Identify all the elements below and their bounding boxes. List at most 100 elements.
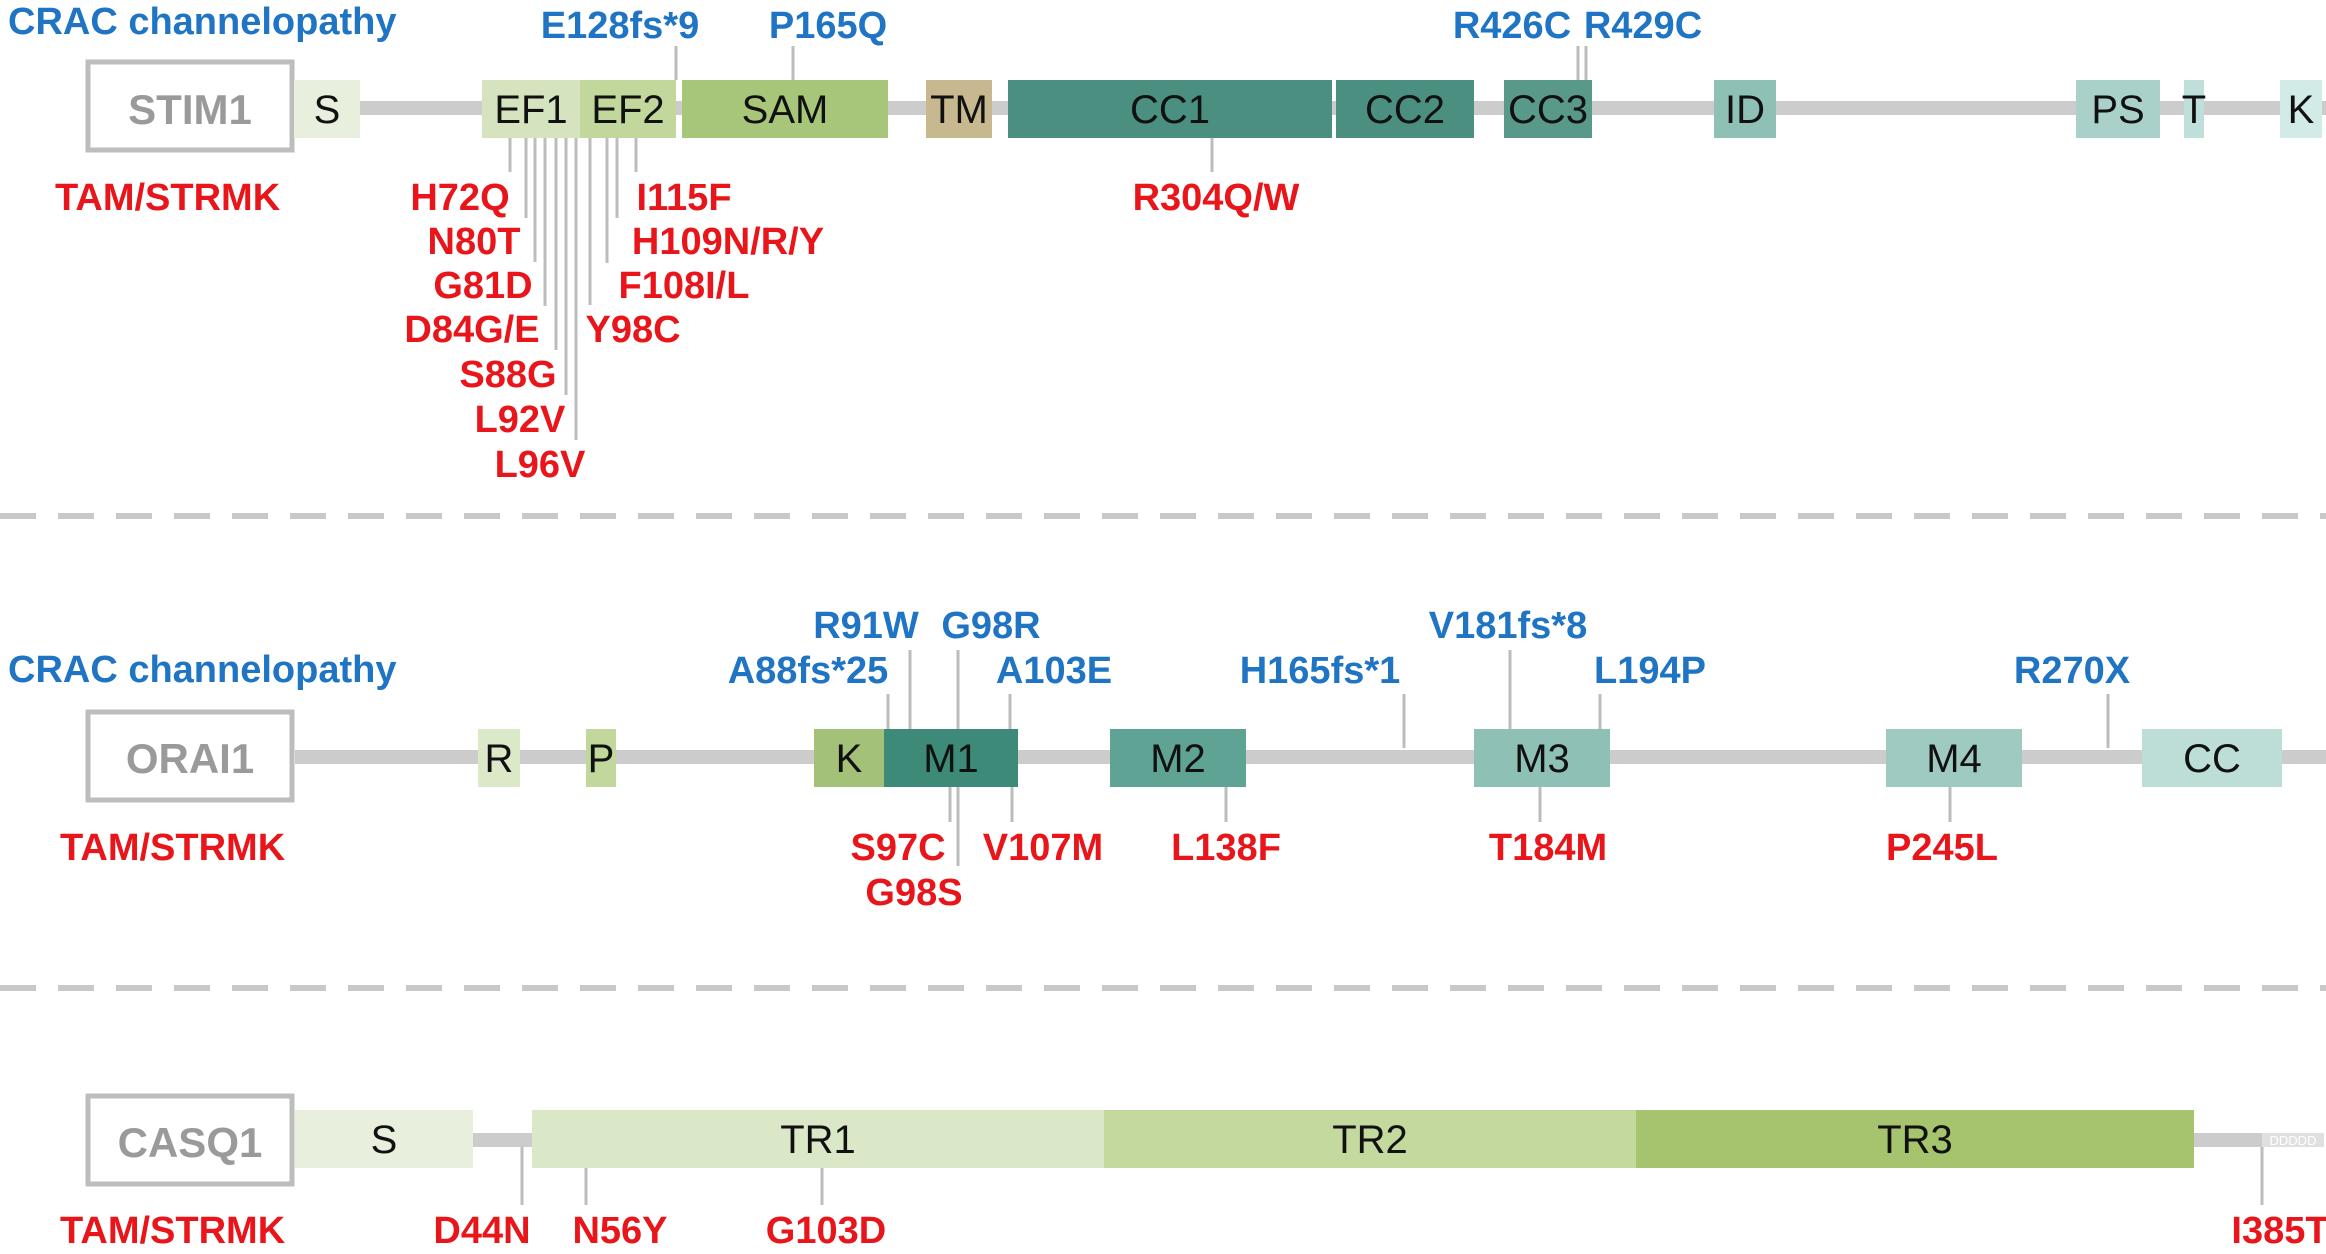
casq1-domain-s-label: S: [371, 1118, 398, 1162]
mut-g81d: G81D: [433, 265, 532, 307]
mut-l92v: L92V: [475, 399, 566, 441]
stim1-domain-ef1-label: EF1: [494, 88, 567, 132]
stim1-domain-t-label: T: [2182, 88, 2206, 132]
orai1-domain-k-label: K: [836, 737, 863, 781]
mut-n80t: N80T: [428, 221, 521, 263]
orai1-panel: CRAC channelopathy TAM/STRMK ORAI1 R P K…: [8, 605, 2326, 914]
stim1-domain-ef2-label: EF2: [591, 88, 664, 132]
orai1-disease-red-label: TAM/STRMK: [60, 827, 286, 869]
mut-g103d: G103D: [766, 1210, 886, 1252]
casq1-disease-red-label: TAM/STRMK: [60, 1210, 286, 1252]
mut-g98r: G98R: [941, 605, 1040, 647]
stim1-domain-sam-label: SAM: [742, 88, 829, 132]
casq1-domain-s: [295, 1110, 473, 1168]
stim1-domain-ef2: [580, 80, 676, 138]
mut-r429c: R429C: [1584, 5, 1702, 47]
casq1-domain-tr2-label: TR2: [1332, 1118, 1408, 1162]
mut-s97c: S97C: [850, 827, 945, 869]
orai1-domain-cc-label: CC: [2183, 737, 2241, 781]
orai1-domain-m2: [1110, 729, 1246, 787]
orai1-blue-leaders: [886, 650, 2110, 748]
mut-i115f: I115F: [636, 177, 731, 219]
mut-r270x: R270X: [2014, 650, 2131, 692]
mut-e128fs9: E128fs*9: [541, 5, 699, 47]
casq1-domain-tr1-label: TR1: [780, 1118, 856, 1162]
casq1-protein-name: CASQ1: [118, 1119, 263, 1166]
mut-l96v: L96V: [495, 444, 586, 486]
mut-r426c: R426C: [1453, 5, 1571, 47]
orai1-domain-m3: [1474, 729, 1610, 787]
stim1-domain-cc1-label: CC1: [1130, 88, 1210, 132]
mut-t184m: T184M: [1489, 827, 1607, 869]
stim1-domain-ps: [2076, 80, 2160, 138]
orai1-domain-m3-label: M3: [1514, 737, 1570, 781]
mut-n56y: N56Y: [572, 1210, 667, 1252]
mut-v107m: V107M: [983, 827, 1103, 869]
mut-g98s: G98S: [865, 872, 962, 914]
orai1-red-leaders: [948, 787, 1952, 866]
stim1-domain-cc3: [1504, 80, 1592, 138]
mut-y98c: Y98C: [585, 309, 680, 351]
stim1-domain-id-label: ID: [1725, 88, 1765, 132]
stim1-red-leaders: [508, 138, 1214, 440]
stim1-domain-s-label: S: [314, 88, 341, 132]
stim1-domain-k: [2280, 80, 2322, 138]
casq1-domain-tr3: [1636, 1110, 2194, 1168]
mut-h109nry: H109N/R/Y: [632, 221, 824, 263]
mut-h165fs1: H165fs*1: [1240, 650, 1401, 692]
casq1-domain-tr3-label: TR3: [1877, 1118, 1953, 1162]
stim1-domain-t: [2184, 80, 2204, 138]
orai1-domain-cc: [2142, 729, 2282, 787]
mut-a88fs25: A88fs*25: [728, 650, 889, 692]
casq1-tail-label: DDDDD: [2270, 1133, 2317, 1148]
mut-i385t: I385T: [2231, 1210, 2326, 1252]
stim1-domain-ps-label: PS: [2091, 88, 2144, 132]
stim1-disease-blue-label: CRAC channelopathy: [8, 1, 396, 43]
mut-a103e: A103E: [996, 650, 1112, 692]
stim1-domain-cc3-label: CC3: [1508, 88, 1588, 132]
stim1-blue-leaders: [674, 46, 1588, 80]
orai1-domain-m4-label: M4: [1926, 737, 1982, 781]
orai1-domain-k: [814, 729, 884, 787]
orai1-domain-m4: [1886, 729, 2022, 787]
mut-s88g: S88G: [459, 354, 556, 396]
mut-f108il: F108I/L: [619, 265, 750, 307]
orai1-protein-box: [85, 709, 295, 803]
casq1-red-leaders: [520, 1147, 2264, 1205]
stim1-panel: CRAC channelopathy TAM/STRMK STIM1 S EF1…: [8, 1, 2326, 486]
orai1-protein-name: ORAI1: [126, 735, 254, 782]
casq1-panel: TAM/STRMK DDDDD CASQ1 S TR1 TR2 TR3 D44N…: [60, 1093, 2326, 1252]
mut-l194p: L194P: [1594, 650, 1706, 692]
stim1-domain-id: [1714, 80, 1776, 138]
orai1-domain-r: [478, 729, 520, 787]
stim1-domain-tm-label: TM: [930, 88, 988, 132]
stim1-domain-cc2-label: CC2: [1365, 88, 1445, 132]
stim1-domain-tm: [926, 80, 992, 138]
casq1-domain-tr1: [532, 1110, 1104, 1168]
orai1-domain-p: [586, 729, 616, 787]
stim1-domain-k-label: K: [2288, 88, 2315, 132]
stim1-domain-ef1: [482, 80, 580, 138]
mut-r91w: R91W: [813, 605, 919, 647]
casq1-tail: [2262, 1133, 2324, 1147]
stim1-disease-red-label: TAM/STRMK: [55, 177, 281, 219]
orai1-domain-m1-label: M1: [923, 737, 979, 781]
casq1-protein-box: [85, 1093, 295, 1187]
orai1-domain-r-label: R: [485, 737, 514, 781]
mut-r304qw: R304Q/W: [1133, 177, 1300, 219]
mut-h72q: H72Q: [410, 177, 509, 219]
stim1-domain-s: [294, 80, 360, 138]
orai1-domain-m2-label: M2: [1150, 737, 1206, 781]
casq1-domain-tr2: [1104, 1110, 1636, 1168]
orai1-domain-p-label: P: [588, 737, 615, 781]
orai1-domain-m1: [884, 729, 1018, 787]
mut-v181fs8: V181fs*8: [1429, 605, 1587, 647]
orai1-backbone: [295, 750, 2326, 764]
stim1-protein-box: [85, 59, 295, 153]
orai1-disease-blue-label: CRAC channelopathy: [8, 649, 396, 691]
stim1-domain-cc1: [1008, 80, 1332, 138]
mut-p245l: P245L: [1886, 827, 1998, 869]
stim1-domain-sam: [682, 80, 888, 138]
mut-l138f: L138F: [1171, 827, 1281, 869]
